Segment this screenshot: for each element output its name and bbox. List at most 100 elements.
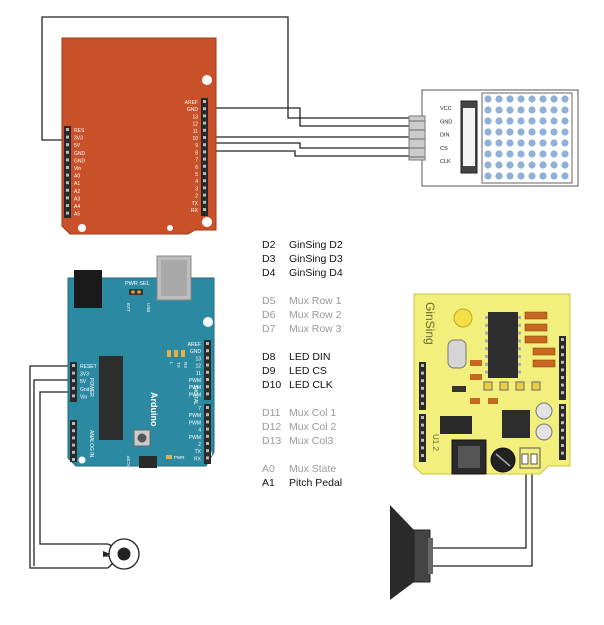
header-pin <box>203 114 206 118</box>
matrix-led <box>484 172 492 180</box>
pin-label: CS <box>440 146 448 152</box>
pin-label: 3 <box>195 186 198 192</box>
header-pin <box>66 188 69 192</box>
wire-pot-1 <box>29 365 108 569</box>
matrix-led <box>550 139 558 147</box>
header-pin <box>206 356 209 360</box>
header-pin <box>206 449 209 453</box>
header-pin <box>66 135 69 139</box>
resistor <box>524 311 548 320</box>
pin-label: 9 <box>195 143 198 149</box>
matrix-led <box>506 128 514 136</box>
usb-label: USB <box>146 303 151 312</box>
matrix-led <box>517 106 525 114</box>
pin-label: 11 <box>196 371 201 377</box>
header-pin <box>206 363 209 367</box>
pin-label: 12 <box>192 122 198 128</box>
group-spacer <box>262 448 343 462</box>
header-pin <box>72 386 75 390</box>
header-pin <box>203 200 206 204</box>
pin-label: 5V <box>74 143 81 149</box>
pin-label: A3 <box>74 196 80 202</box>
matrix-led <box>550 161 558 169</box>
wire-matrix-gnd-loop <box>41 16 412 141</box>
header-pin <box>206 420 209 424</box>
header-pin <box>72 443 75 447</box>
shield-mount-hole-4 <box>167 225 173 231</box>
matrix-led <box>550 128 558 136</box>
pin-function: GinSing D4 <box>289 267 343 279</box>
pin-label: Vin <box>80 394 87 400</box>
resistor <box>470 360 482 366</box>
crystal <box>447 339 467 369</box>
matrix-led <box>517 172 525 180</box>
matrix-led <box>539 117 547 125</box>
matrix-led <box>484 95 492 103</box>
power-label: POWER <box>88 378 94 397</box>
pin-label: RESET <box>80 364 97 370</box>
pin-label: A5 <box>74 212 80 218</box>
pin-label: A1 <box>74 181 80 187</box>
matrix-led <box>528 139 536 147</box>
matrix-led <box>506 139 514 147</box>
matrix-led <box>517 128 525 136</box>
matrix-led <box>561 161 569 169</box>
matrix-led <box>561 117 569 125</box>
arduino-left-pins <box>72 364 75 461</box>
pin-function: LED CS <box>289 365 327 377</box>
shield-left-header <box>64 126 71 218</box>
matrix-led <box>550 150 558 158</box>
matrix-led <box>550 106 558 114</box>
pin-label: GND <box>74 151 86 157</box>
digital-label: DIGITAL <box>192 386 198 405</box>
matrix-led <box>539 172 547 180</box>
matrix-led <box>484 106 492 114</box>
status-led <box>181 350 185 357</box>
ginsing-version: U1.2 <box>431 434 440 451</box>
header-pin <box>206 370 209 374</box>
ginsing-transistor <box>452 386 466 392</box>
header-pin <box>72 436 75 440</box>
pin-label: Gnd <box>80 387 90 393</box>
matrix-led <box>550 172 558 180</box>
pwr-sel-jumper <box>129 289 143 295</box>
matrix-led <box>484 150 492 158</box>
matrix-led <box>517 117 525 125</box>
pin-id: D5 <box>262 295 276 307</box>
pot-knob <box>117 547 131 561</box>
header-pin <box>72 429 75 433</box>
pin-label: 7 <box>198 406 201 412</box>
icsp-label: ICSP <box>126 455 131 466</box>
matrix-led <box>495 117 503 125</box>
matrix-led <box>506 172 514 180</box>
potentiometer <box>103 538 140 570</box>
speaker-magnet <box>413 529 431 583</box>
header-pin <box>203 100 206 103</box>
pin-label: 10 <box>192 136 198 142</box>
pin-label: 3V3 <box>80 372 89 378</box>
pin-function: Mux Row 2 <box>289 309 342 321</box>
header-pin <box>203 128 206 132</box>
resistor <box>470 374 482 380</box>
pin-label: VCC <box>440 106 452 112</box>
pin-label: 4 <box>198 428 201 434</box>
group-spacer <box>262 280 343 294</box>
header-pin <box>66 196 69 200</box>
header-pin <box>66 150 69 154</box>
header-pin <box>203 179 206 183</box>
pin-label: GND <box>440 119 452 125</box>
pin-label: GND <box>187 107 199 113</box>
pin-id: D2 <box>262 239 276 251</box>
matrix-led <box>539 95 547 103</box>
pin-id: D4 <box>262 267 276 279</box>
header-pin <box>203 121 206 125</box>
